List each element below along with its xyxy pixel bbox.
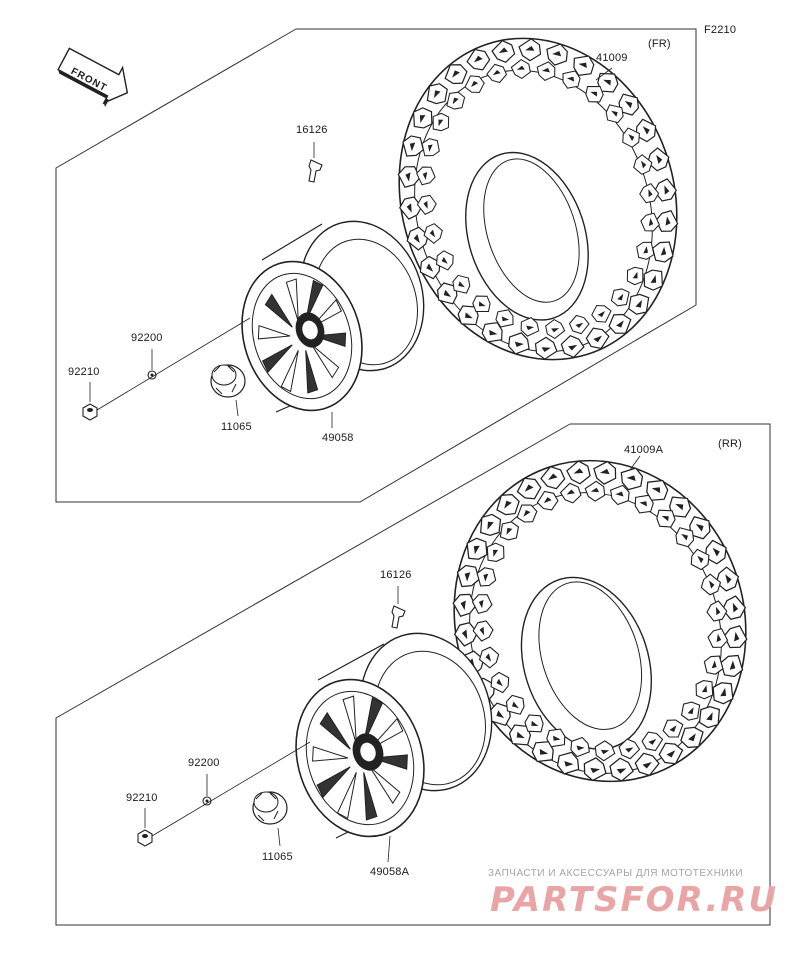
wheel-spoke <box>342 695 357 744</box>
front-valve-part-number: 16126 <box>296 124 328 136</box>
front-tire <box>394 35 682 363</box>
rear-section-frame <box>55 423 771 926</box>
wheel-spoke <box>363 696 384 744</box>
rear-washer <box>202 774 212 806</box>
rear-tire <box>449 457 751 785</box>
front-axis-line <box>96 317 251 411</box>
wheel-spoke <box>261 344 293 373</box>
rear-washer-part-number: 92200 <box>188 757 220 769</box>
rear-wheel-part-number: 49058A <box>370 866 410 878</box>
wheel-spoke <box>319 711 351 750</box>
wheel-spoke <box>363 772 378 821</box>
wheel-spoke <box>257 325 291 340</box>
rear-nut-part-number: 92210 <box>126 792 158 804</box>
rear-wheel-leader <box>387 835 391 863</box>
front-valve-stem <box>308 142 323 183</box>
front-position-label: (FR) <box>648 38 671 50</box>
watermark-tagline: ЗАПЧАСТИ И АКСЕССУАРЫ ДЛЯ МОТОТЕХНИКИ <box>488 868 744 879</box>
rear-position-label: (RR) <box>718 438 743 450</box>
watermark-brand: PARTSFOR.RU <box>490 880 779 920</box>
front-direction-arrow <box>57 47 129 107</box>
wheel-spoke <box>316 766 351 799</box>
wheel-spoke <box>312 746 349 762</box>
wheel-spoke <box>369 766 401 805</box>
rear-lug-nut <box>137 808 153 847</box>
rear-wheel-rim <box>295 632 493 839</box>
rear-tire-part-number: 41009A <box>624 444 664 456</box>
rear-valve-part-number: 16126 <box>380 569 412 581</box>
front-wheel-part-number: 49058 <box>322 432 354 444</box>
wheel-spoke <box>280 350 299 393</box>
wheel-spoke <box>305 350 319 394</box>
wheel-spoke <box>264 293 293 328</box>
rear-hub-cap <box>252 791 288 847</box>
front-nut-part-number: 92210 <box>68 366 100 378</box>
wheel-spoke <box>311 344 340 379</box>
rear-axis-line <box>151 741 311 837</box>
front-wheel-rim <box>241 220 425 413</box>
wheel-spoke <box>285 278 299 322</box>
wheel-spoke <box>336 772 357 820</box>
front-lug-nut <box>82 382 98 421</box>
front-tire-leader <box>595 67 613 81</box>
front-tire-part-number: 41009 <box>596 52 628 64</box>
front-washer-part-number: 92200 <box>131 332 163 344</box>
front-section-frame <box>55 28 697 503</box>
rear-cap-part-number: 11065 <box>262 851 293 863</box>
front-hub-cap <box>210 364 246 417</box>
front-cap-part-number: 11065 <box>221 421 252 433</box>
wheel-spoke <box>305 279 324 322</box>
diagram-code: F2210 <box>704 24 737 36</box>
rear-valve-stem <box>391 586 406 629</box>
front-washer <box>147 349 157 380</box>
rear-tire-leader <box>629 455 641 471</box>
